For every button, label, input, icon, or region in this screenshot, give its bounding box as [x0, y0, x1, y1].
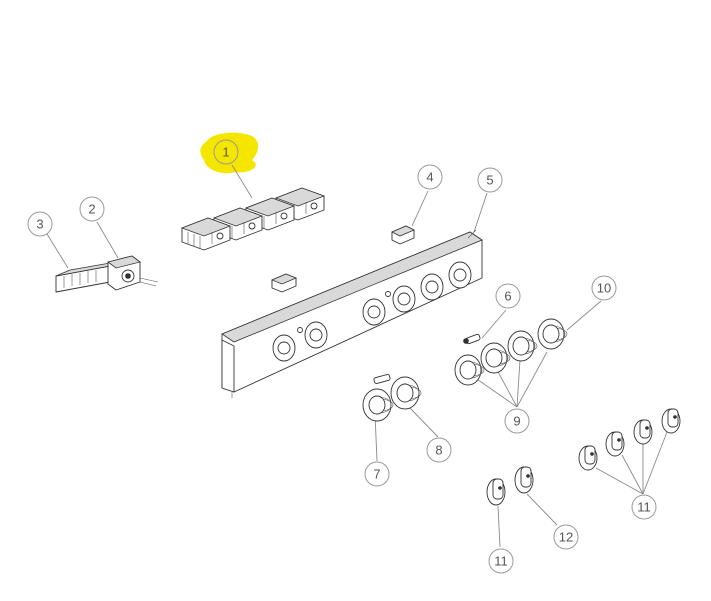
callout-11-right-label: 11	[637, 500, 651, 515]
callout-7-label: 7	[373, 467, 380, 482]
callout-7: 7	[364, 461, 390, 487]
leader-lines	[46, 164, 668, 548]
mounting-clips	[270, 225, 415, 293]
callout-1: 1	[213, 139, 239, 165]
highlight-marker	[200, 132, 259, 174]
switch-blocks	[180, 187, 326, 251]
callout-3-label: 3	[36, 217, 43, 232]
callout-12: 12	[553, 524, 579, 550]
callout-2: 2	[79, 196, 105, 222]
callout-6-label: 6	[504, 289, 511, 304]
callout-10: 10	[591, 275, 617, 301]
callout-10-label: 10	[597, 281, 611, 296]
callout-9: 9	[504, 408, 530, 434]
callout-9-label: 9	[513, 414, 520, 429]
callout-11-bottom-label: 11	[494, 554, 508, 569]
bezels-left	[362, 374, 422, 422]
bezels-right	[454, 318, 568, 386]
callout-8: 8	[426, 437, 452, 463]
callout-4-label: 4	[426, 170, 433, 185]
indicator-lamp	[463, 333, 481, 345]
callout-12-label: 12	[559, 530, 573, 545]
callout-11-bottom: 11	[488, 548, 514, 574]
callout-3: 3	[27, 211, 53, 237]
control-knobs-bottom	[486, 466, 534, 506]
callout-2-label: 2	[88, 202, 95, 217]
callout-4: 4	[417, 164, 443, 190]
callout-1-label: 1	[222, 145, 229, 160]
callout-5: 5	[477, 167, 503, 193]
control-knobs-11	[578, 408, 681, 471]
terminal-block-assembly	[55, 255, 159, 293]
control-panel	[221, 229, 483, 398]
callout-11-right: 11	[631, 494, 657, 520]
callout-6: 6	[495, 283, 521, 309]
callout-5-label: 5	[486, 173, 493, 188]
callout-8-label: 8	[435, 443, 442, 458]
